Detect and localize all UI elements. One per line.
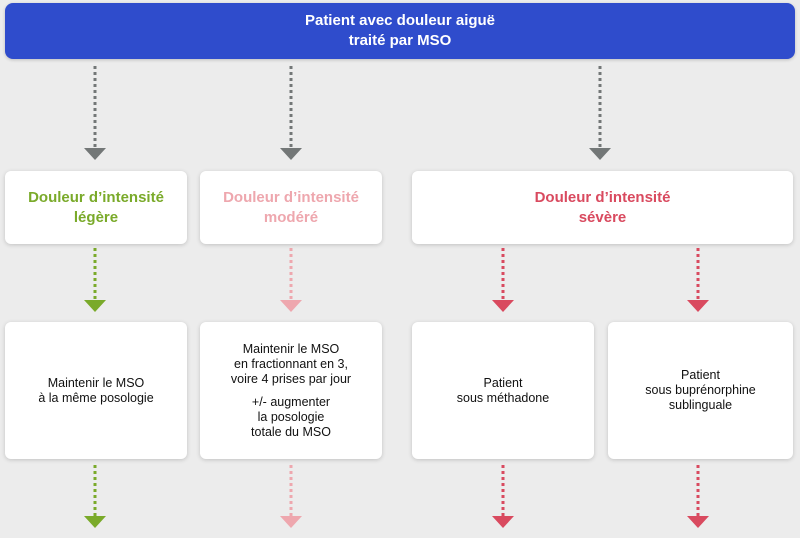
arrow-head-severe-1 xyxy=(492,300,514,312)
arrow-head-severe-4 xyxy=(687,516,709,528)
treatment-modere-line-2: en fractionnant en 3, xyxy=(234,356,348,371)
arrow-head-legere-2 xyxy=(84,516,106,528)
arrow-head-legere-1 xyxy=(84,300,106,312)
level-modere-line-1: Douleur d’intensité xyxy=(223,188,359,206)
arrow-head-gray-2 xyxy=(280,148,302,160)
treatment-modere-line-5: la posologie xyxy=(257,409,325,424)
arrow-head-severe-3 xyxy=(492,516,514,528)
treatment-legere-line-2: à la même posologie xyxy=(38,390,154,405)
level-legere-line-2: légère xyxy=(73,208,119,226)
level-box-severe: Douleur d’intensité sévère xyxy=(412,171,793,244)
level-modere-line-2: modéré xyxy=(263,208,319,226)
treatment-legere-line-1: Maintenir le MSO xyxy=(47,375,145,390)
treatment-box-modere: Maintenir le MSO en fractionnant en 3, v… xyxy=(200,322,382,459)
treatment-modere-line-1: Maintenir le MSO xyxy=(242,341,340,356)
arrow-head-gray-3 xyxy=(589,148,611,160)
treatment-modere-line-3: voire 4 prises par jour xyxy=(230,371,352,386)
treatment-modere-line-6: totale du MSO xyxy=(251,424,331,439)
arrow-head-gray-1 xyxy=(84,148,106,160)
level-box-modere: Douleur d’intensité modéré xyxy=(200,171,382,244)
header-patient-box: Patient avec douleur aiguë traité par MS… xyxy=(5,3,795,59)
treatment-buprenorphine-line-2: sous buprénorphine xyxy=(645,383,756,397)
treatment-box-buprenorphine: Patient sous buprénorphine sublinguale xyxy=(608,322,793,459)
arrow-head-modere-1 xyxy=(280,300,302,312)
treatment-buprenorphine-line-1: Patient xyxy=(681,368,720,382)
level-severe-line-2: sévère xyxy=(578,208,627,226)
level-box-legere: Douleur d’intensité légère xyxy=(5,171,187,244)
level-severe-line-1: Douleur d’intensité xyxy=(534,188,671,206)
treatment-methadone-line-2: sous méthadone xyxy=(456,390,550,405)
treatment-box-legere: Maintenir le MSO à la même posologie xyxy=(5,322,187,459)
header-line-2: traité par MSO xyxy=(348,32,452,49)
level-legere-line-1: Douleur d’intensité xyxy=(28,188,164,206)
header-line-1: Patient avec douleur aiguë xyxy=(304,12,496,29)
treatment-buprenorphine-line-3: sublinguale xyxy=(668,398,733,412)
treatment-modere-line-4: +/- augmenter xyxy=(251,394,331,409)
arrow-head-modere-2 xyxy=(280,516,302,528)
treatment-box-methadone: Patient sous méthadone xyxy=(412,322,594,459)
treatment-methadone-line-1: Patient xyxy=(483,375,523,390)
arrow-head-severe-2 xyxy=(687,300,709,312)
